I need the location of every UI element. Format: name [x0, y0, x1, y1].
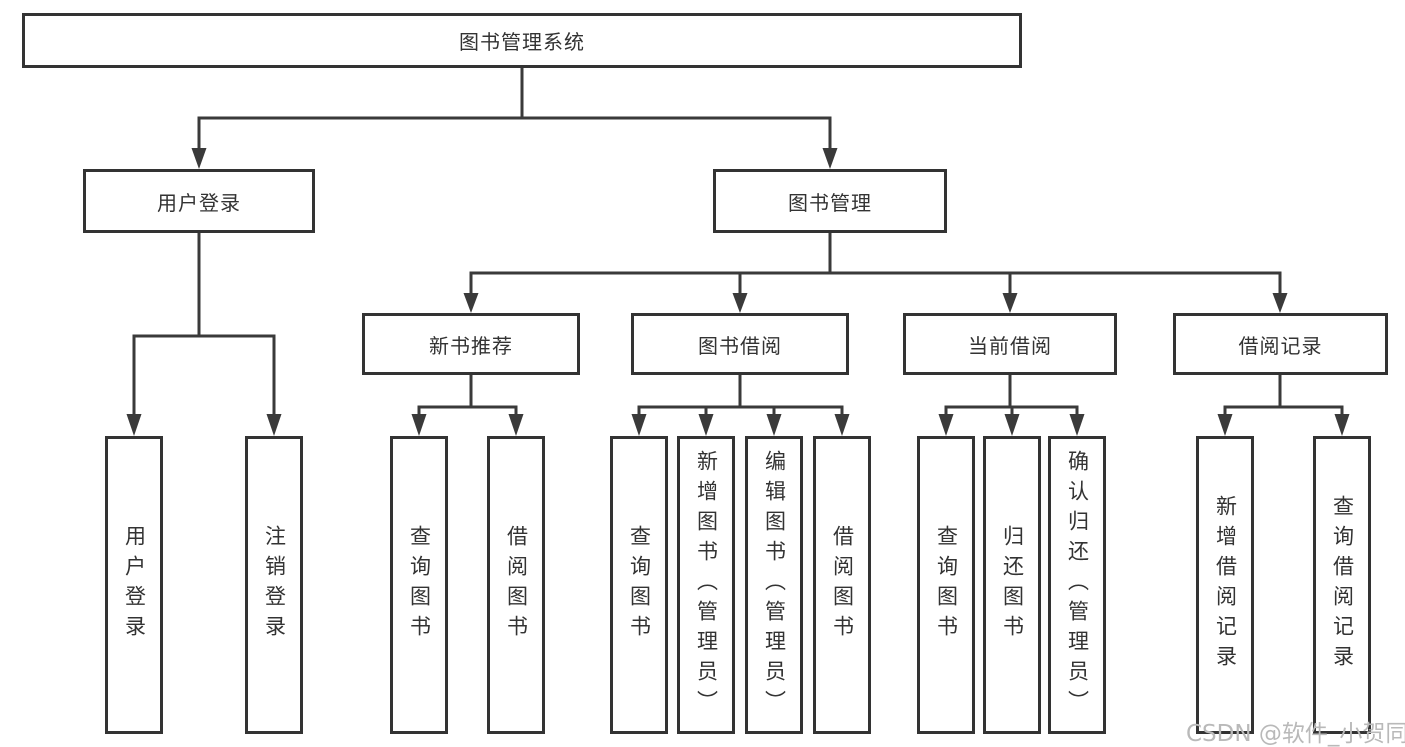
- leaf-bb-query-books: 查询图书: [610, 436, 668, 734]
- leaf-br-query-borrow-record: 查询借阅记录: [1313, 436, 1371, 734]
- leaf-br-add-borrow-record-label: 新增借阅记录: [1213, 495, 1238, 675]
- leaf-user-login-label: 用户登录: [122, 525, 147, 645]
- node-book-management-label: 图书管理: [788, 190, 872, 215]
- node-root-system: 图书管理系统: [22, 13, 1022, 68]
- node-book-borrow-label: 图书借阅: [698, 333, 782, 358]
- node-book-borrow: 图书借阅: [631, 313, 849, 375]
- connector-new-book-to-leaves: [411, 373, 524, 436]
- leaf-cb-query-books-label: 查询图书: [934, 525, 959, 645]
- node-current-borrow: 当前借阅: [903, 313, 1117, 375]
- leaf-bb-edit-books-admin-label: 编辑图书（管理员）: [762, 450, 787, 720]
- node-new-book-recommend-label: 新书推荐: [429, 333, 513, 358]
- node-root-system-label: 图书管理系统: [459, 30, 585, 54]
- csdn-watermark: CSDN @软件_小贺同学: [1186, 721, 1405, 747]
- leaf-br-query-borrow-record-label: 查询借阅记录: [1330, 495, 1355, 675]
- leaf-logout: 注销登录: [245, 436, 303, 734]
- node-user-login-label: 用户登录: [157, 190, 241, 215]
- node-book-management: 图书管理: [713, 169, 947, 233]
- connector-borrow-records-to-leaves: [1217, 373, 1350, 436]
- leaf-br-add-borrow-record: 新增借阅记录: [1196, 436, 1254, 734]
- node-current-borrow-label: 当前借阅: [968, 333, 1052, 358]
- node-borrow-records: 借阅记录: [1173, 313, 1388, 375]
- leaf-nbr-query-books: 查询图书: [390, 436, 448, 734]
- leaf-cb-confirm-return-admin: 确认归还（管理员）: [1048, 436, 1106, 734]
- leaf-bb-add-books-admin: 新增图书（管理员）: [677, 436, 735, 734]
- connector-current-borrow-to-leaves: [938, 373, 1085, 436]
- leaf-cb-query-books: 查询图书: [917, 436, 975, 734]
- leaf-nbr-query-books-label: 查询图书: [407, 525, 432, 645]
- leaf-bb-edit-books-admin: 编辑图书（管理员）: [745, 436, 803, 734]
- leaf-bb-query-books-label: 查询图书: [627, 525, 652, 645]
- connector-book-borrow-to-leaves: [631, 373, 850, 436]
- leaf-nbr-borrow-books-label: 借阅图书: [504, 525, 529, 645]
- node-borrow-records-label: 借阅记录: [1238, 333, 1323, 358]
- node-new-book-recommend: 新书推荐: [362, 313, 580, 375]
- connector-book-mgmt-to-level3: [463, 231, 1288, 313]
- leaf-cb-return-books: 归还图书: [983, 436, 1041, 734]
- leaf-bb-borrow-books: 借阅图书: [813, 436, 871, 734]
- leaf-cb-return-books-label: 归还图书: [1000, 525, 1025, 645]
- leaf-bb-add-books-admin-label: 新增图书（管理员）: [694, 450, 719, 720]
- leaf-user-login: 用户登录: [105, 436, 163, 734]
- leaf-bb-borrow-books-label: 借阅图书: [830, 525, 855, 645]
- leaf-cb-confirm-return-admin-label: 确认归还（管理员）: [1065, 450, 1090, 720]
- leaf-logout-label: 注销登录: [262, 525, 287, 645]
- node-user-login: 用户登录: [83, 169, 315, 233]
- connector-root-to-level2: [191, 66, 838, 169]
- connector-user-login-to-leaves: [126, 231, 282, 436]
- leaf-nbr-borrow-books: 借阅图书: [487, 436, 545, 734]
